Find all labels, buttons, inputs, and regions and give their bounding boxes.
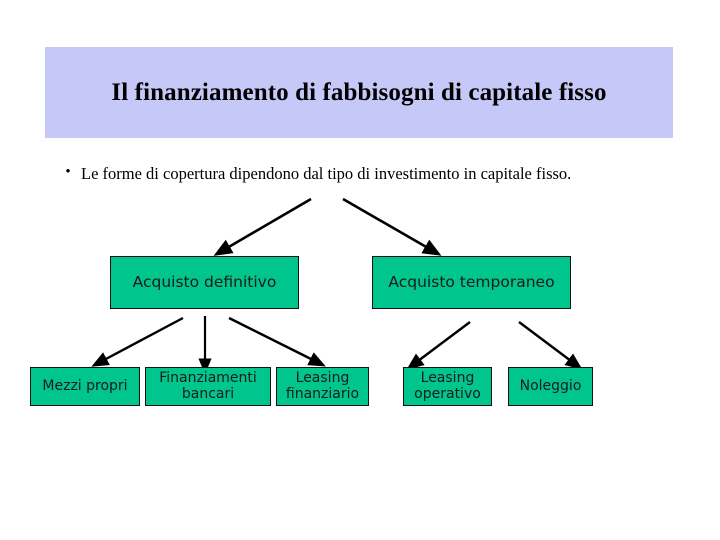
node-finanziamenti-bancari-label: Finanziamenti bancari bbox=[159, 369, 257, 402]
node-noleggio[interactable]: Noleggio bbox=[508, 367, 593, 406]
page-title: Il finanziamento di fabbisogni di capita… bbox=[111, 78, 607, 106]
bullet-paragraph: • Le forme di copertura dipendono dal ti… bbox=[55, 162, 655, 185]
bullet-text: Le forme di copertura dipendono dal tipo… bbox=[81, 164, 572, 183]
node-leasing-operativo[interactable]: Leasing operativo bbox=[403, 367, 492, 406]
connector-definitivo-to-leasing-finanziario bbox=[228, 316, 326, 367]
node-finanziamenti-bancari[interactable]: Finanziamenti bancari bbox=[145, 367, 271, 406]
node-acquisto-definitivo[interactable]: Acquisto definitivo bbox=[110, 256, 299, 309]
connector-temporaneo-to-leasing-operativo bbox=[406, 321, 471, 370]
connector-split-to-acquisto-definitivo bbox=[213, 197, 312, 256]
connector-temporaneo-to-noleggio bbox=[518, 321, 583, 370]
node-leasing-finanziario-label: Leasing finanziario bbox=[285, 369, 360, 402]
node-leasing-operativo-label: Leasing operativo bbox=[414, 369, 481, 402]
node-mezzi-propri-label: Mezzi propri bbox=[42, 377, 128, 394]
node-acquisto-temporaneo-label: Acquisto temporaneo bbox=[388, 272, 555, 291]
node-noleggio-label: Noleggio bbox=[519, 377, 582, 394]
connector-definitivo-to-mezzi-propri bbox=[91, 316, 184, 367]
bullet-marker-icon: • bbox=[65, 164, 71, 180]
node-leasing-finanziario[interactable]: Leasing finanziario bbox=[276, 367, 369, 406]
node-mezzi-propri[interactable]: Mezzi propri bbox=[30, 367, 140, 406]
connector-split-to-acquisto-temporaneo bbox=[342, 197, 442, 256]
node-acquisto-temporaneo[interactable]: Acquisto temporaneo bbox=[372, 256, 571, 309]
node-acquisto-definitivo-label: Acquisto definitivo bbox=[132, 272, 277, 291]
title-band bbox=[45, 47, 673, 138]
